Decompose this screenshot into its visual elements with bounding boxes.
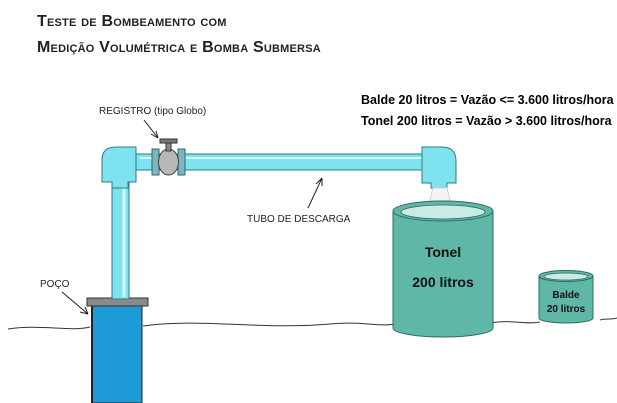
- bucket-20-liters: [538, 270, 594, 324]
- rule-drum: Tonel 200 litros = Vazão > 3.600 litros/…: [361, 114, 613, 128]
- right-elbow: [421, 146, 457, 189]
- bucket-label-name: Balde: [552, 290, 580, 301]
- drum-label-name: Tonel: [425, 244, 461, 260]
- title-line-2: Medição Volumétrica e Bomba Submersa: [37, 39, 321, 56]
- pipe-pointer: [307, 177, 323, 209]
- drum-200-liters: [392, 200, 494, 338]
- bucket-label-capacity: 20 litros: [547, 304, 586, 315]
- well: [86, 297, 149, 403]
- valve-label: REGISTRO (tipo Globo): [99, 106, 206, 117]
- riser-pipe: [111, 167, 130, 300]
- well-pointer: [61, 291, 89, 315]
- drum-label-capacity: 200 litros: [412, 274, 474, 290]
- valve-pointer: [143, 119, 159, 139]
- left-elbow: [101, 146, 137, 189]
- pipe-label: TUBO DE DESCARGA: [247, 214, 351, 225]
- globe-valve: [151, 138, 186, 176]
- rule-bucket: Balde 20 litros = Vazão <= 3.600 litros/…: [361, 93, 615, 107]
- well-label: POÇO: [40, 279, 70, 290]
- ground-line: [7, 317, 617, 330]
- title-line-1: Teste de Bombeamento com: [37, 13, 227, 30]
